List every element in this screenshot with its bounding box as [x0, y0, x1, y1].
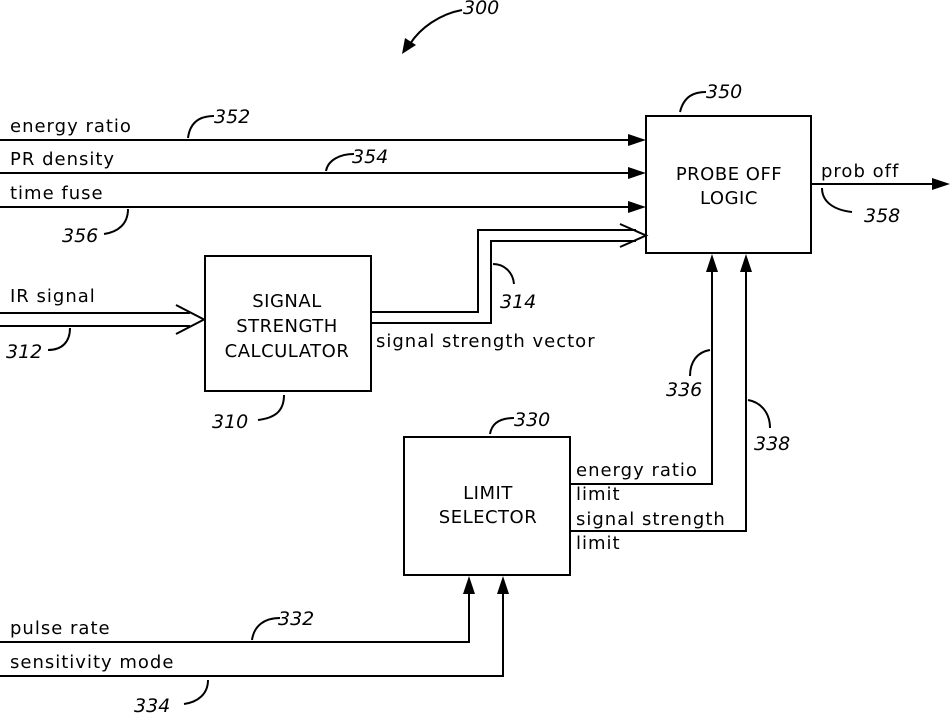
probe-off-logic-block: PROBE OFF LOGIC 350: [646, 81, 811, 253]
energy-ratio-limit-label2: limit: [576, 484, 621, 505]
signal-strength-vector-label: signal strength vector: [376, 331, 596, 352]
pulse-rate-label: pulse rate: [10, 618, 111, 639]
sensitivity-mode-signal: sensitivity mode 334: [0, 576, 509, 713]
sensitivity-mode-ref: 334: [134, 695, 170, 713]
prob-off-signal: prob off 358: [811, 161, 950, 227]
energy-ratio-limit-ref: 336: [666, 379, 702, 401]
ir-signal-ref: 312: [6, 341, 42, 363]
sensitivity-mode-label: sensitivity mode: [10, 652, 174, 673]
signal-strength-vector-signal: signal strength vector 314: [371, 224, 646, 352]
pr-density-label: PR density: [10, 149, 115, 170]
limit-selector-line2: SELECTOR: [439, 507, 537, 528]
probe-off-logic-ref: 350: [706, 81, 742, 103]
probe-off-logic-line2: LOGIC: [700, 188, 758, 209]
signal-strength-limit-label2: limit: [576, 533, 621, 554]
time-fuse-ref: 356: [62, 225, 98, 247]
figure-reference: 300: [402, 0, 499, 54]
time-fuse-signal: time fuse 356: [0, 183, 646, 247]
ir-signal-label: IR signal: [10, 286, 96, 307]
signal-strength-limit-label1: signal strength: [576, 509, 726, 530]
limit-selector-block: LIMIT SELECTOR 330: [404, 409, 570, 575]
limit-selector-line1: LIMIT: [463, 483, 513, 504]
signal-strength-vector-ref: 314: [500, 291, 536, 313]
figure-ref-label: 300: [463, 0, 499, 19]
energy-ratio-signal: energy ratio 352: [0, 106, 646, 146]
limit-selector-ref: 330: [514, 409, 550, 431]
ssc-line3: CALCULATOR: [225, 341, 350, 362]
pr-density-ref: 354: [352, 146, 388, 168]
signal-strength-calculator-block: SIGNAL STRENGTH CALCULATOR 310: [205, 256, 371, 433]
pulse-rate-ref: 332: [278, 608, 314, 630]
energy-ratio-ref: 352: [214, 106, 250, 128]
ssc-ref: 310: [212, 411, 248, 433]
ssc-line2: STRENGTH: [236, 316, 338, 337]
pulse-rate-signal: pulse rate 332: [0, 576, 475, 642]
prob-off-label: prob off: [821, 161, 899, 182]
energy-ratio-limit-label1: energy ratio: [576, 460, 698, 481]
prob-off-ref: 358: [864, 205, 900, 227]
ssc-line1: SIGNAL: [252, 291, 322, 312]
energy-ratio-limit-signal: energy ratio limit 336: [570, 254, 718, 505]
time-fuse-label: time fuse: [10, 183, 104, 204]
signal-strength-limit-ref: 338: [754, 433, 790, 455]
pr-density-signal: PR density 354: [0, 146, 646, 179]
ir-signal-signal: IR signal 312: [0, 286, 204, 363]
energy-ratio-label: energy ratio: [10, 116, 132, 137]
probe-off-logic-line1: PROBE OFF: [676, 164, 782, 185]
signal-strength-limit-signal: signal strength limit 338: [570, 254, 790, 554]
